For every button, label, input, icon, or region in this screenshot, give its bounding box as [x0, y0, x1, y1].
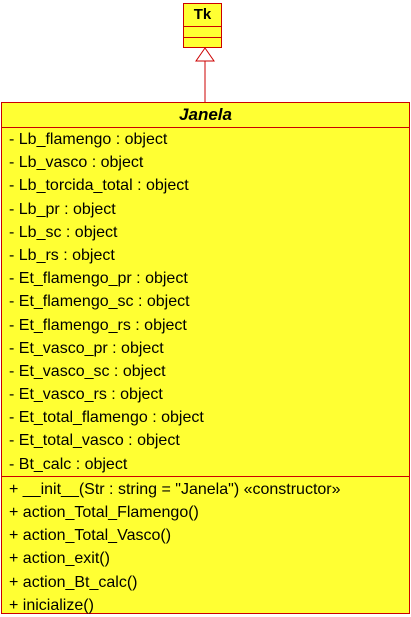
class-tk-attributes [184, 27, 221, 38]
attribute-row: - Lb_flamengo : object [9, 131, 168, 148]
attribute-row: - Lb_sc : object [9, 223, 118, 241]
class-janela-name: Janela [2, 103, 409, 128]
attribute-row: - Lb_torcida_total : object [9, 177, 189, 195]
attribute-row: - Lb_rs : object [9, 246, 115, 264]
class-janela[interactable]: Janela - Lb_flamengo : object - Lb_vasco … [1, 102, 410, 614]
attribute-row: - Et_vasco_rs : object [9, 386, 163, 404]
attribute-row: - Lb_pr : object [9, 200, 116, 218]
operation-row: + __init__(Str : string = "Janela") «con… [9, 480, 341, 498]
class-tk-name: Tk [184, 4, 221, 27]
operation-row: + action_Total_Flamengo() [9, 504, 199, 521]
attribute-row: - Et_vasco_sc : object [9, 362, 166, 380]
class-janela-attributes: - Lb_flamengo : object - Lb_vasco : objec… [2, 128, 409, 477]
attribute-row: - Bt_calc : object [9, 455, 128, 473]
attribute-row: - Et_flamengo_rs : object [9, 316, 187, 334]
operation-row: + action_Total_Vasco() [9, 527, 172, 545]
attribute-row: - Et_flamengo_sc : object [9, 293, 190, 311]
attribute-row: - Et_total_flamengo : object [9, 409, 204, 427]
operation-row: + action_exit() [9, 550, 110, 568]
attribute-row: - Lb_vasco : object [9, 154, 144, 172]
inheritance-arrowhead [195, 47, 215, 62]
attribute-row: - Et_vasco_pr : object [9, 339, 164, 357]
class-janela-operations: + __init__(Str : string = "Janela") «con… [2, 477, 409, 617]
class-tk[interactable]: Tk [183, 3, 222, 48]
attribute-row: - Et_total_vasco : object [9, 432, 180, 450]
attribute-row: - Et_flamengo_pr : object [9, 270, 188, 288]
operation-row: + inicialize() [9, 596, 94, 614]
operation-row: + action_Bt_calc() [9, 573, 138, 591]
